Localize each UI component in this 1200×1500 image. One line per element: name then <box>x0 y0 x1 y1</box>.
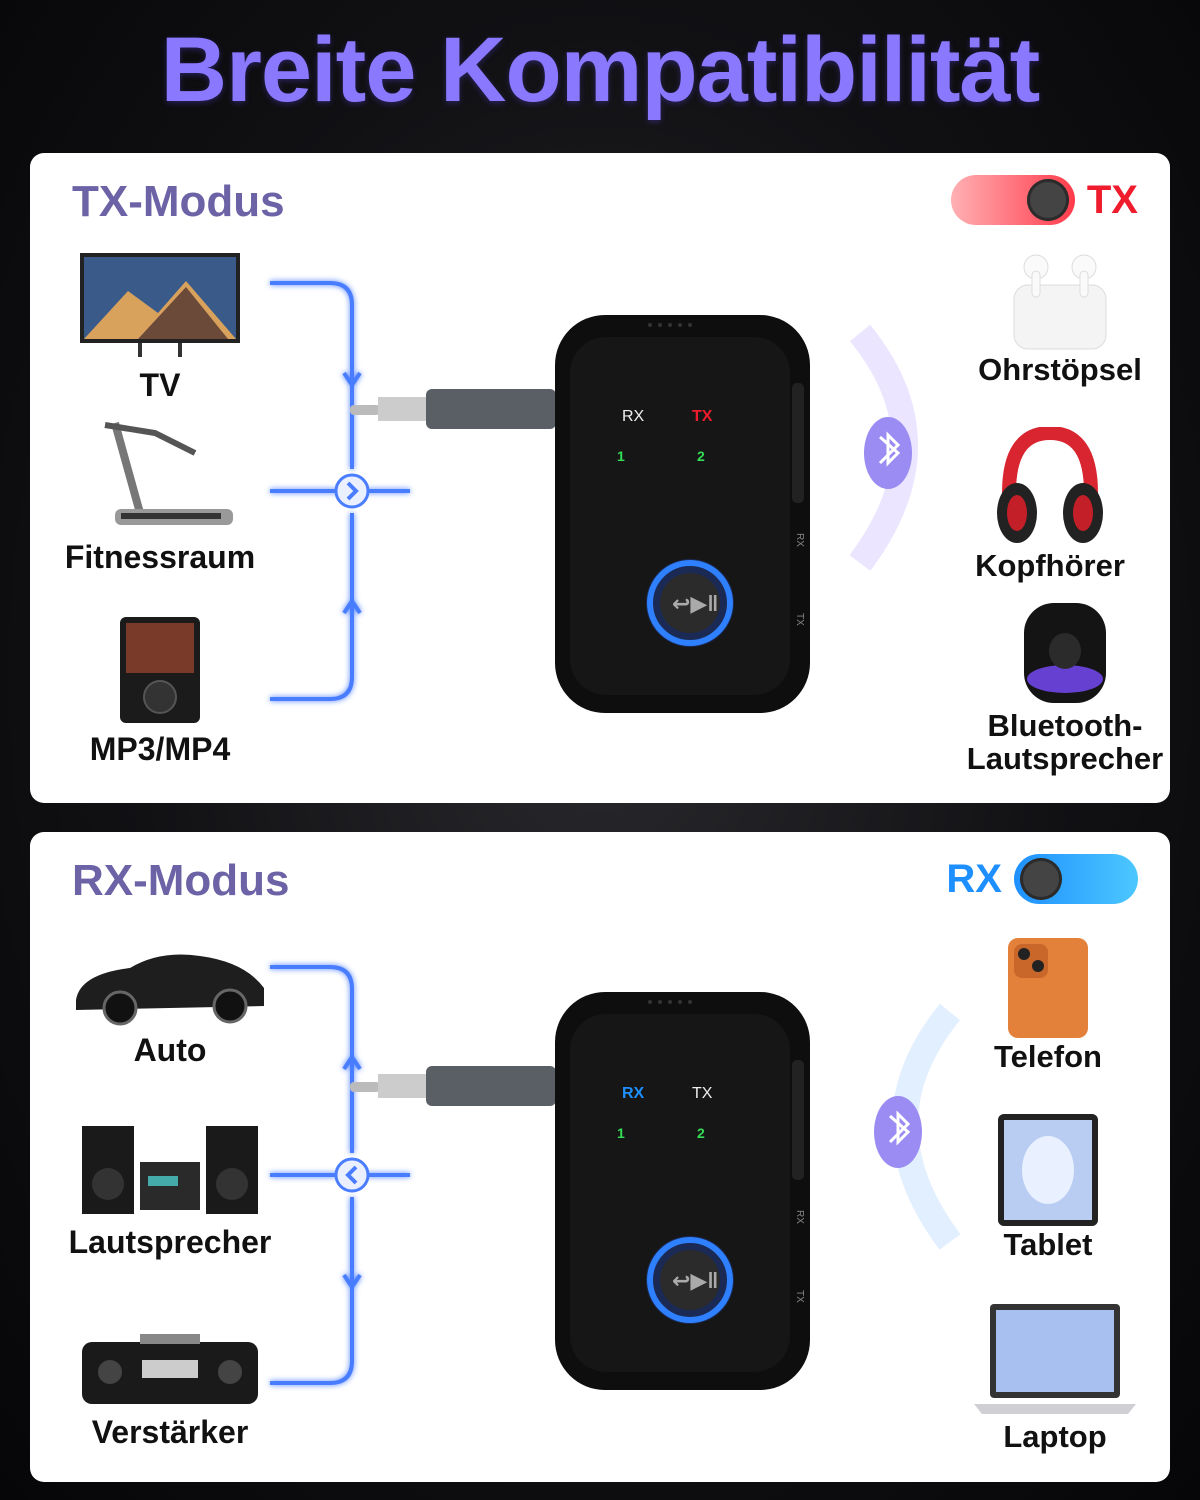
tx-adapter-device: RX TX 1 2 ↩▶‖ RX TX <box>350 313 830 723</box>
slot-1-indicator: 1 <box>617 1125 625 1141</box>
rx-flow-lines <box>270 965 410 1385</box>
car-icon <box>70 944 270 1026</box>
target-label: Telefon <box>994 1039 1102 1074</box>
svg-text:↩▶‖: ↩▶‖ <box>672 1268 718 1293</box>
source-label: MP3/MP4 <box>89 731 231 767</box>
tv-icon <box>78 251 242 361</box>
page-title: Breite Kompatibilität <box>160 19 1041 121</box>
source-label: Auto <box>133 1032 207 1068</box>
source-label: Fitnessraum <box>64 539 256 575</box>
source-amplifier: Verstärker <box>40 1332 300 1451</box>
target-earbuds: Ohrstöpsel <box>950 245 1170 386</box>
target-speaker: Bluetooth- Lautsprecher <box>955 599 1170 776</box>
rx-adapter-device: RX TX 1 2 ↩▶‖ RX TX <box>350 990 830 1400</box>
tx-toggle-label: TX <box>1086 177 1138 222</box>
slot-2-indicator: 2 <box>697 1125 705 1141</box>
tx-mode-panel: TX-Modus TX TV <box>30 153 1170 803</box>
toggle-knob <box>1026 179 1069 221</box>
slot-2-indicator: 2 <box>697 448 705 464</box>
side-rx-label: RX <box>794 1210 805 1224</box>
source-mp3: MP3/MP4 <box>30 615 290 768</box>
device-rx-label: RX <box>622 1085 645 1102</box>
flow-split-node <box>334 1157 370 1193</box>
rx-toggle-label: RX <box>946 856 1002 901</box>
target-headphones: Kopfhörer <box>940 427 1160 582</box>
source-label: Verstärker <box>91 1414 249 1450</box>
target-tablet: Tablet <box>938 1112 1158 1261</box>
tx-toggle-track[interactable] <box>950 175 1075 225</box>
rx-toggle[interactable]: RX <box>946 854 1138 904</box>
mp3-player-icon <box>118 615 202 725</box>
source-tv: TV <box>30 251 290 404</box>
target-label: Kopfhörer <box>975 548 1125 583</box>
source-stereo: Lautsprecher <box>40 1122 300 1261</box>
rx-mode-title: RX-Modus <box>72 856 290 905</box>
tablet-icon <box>996 1112 1100 1228</box>
phone-icon <box>1006 936 1090 1040</box>
target-label: Bluetooth- <box>987 708 1143 743</box>
source-label: TV <box>139 367 181 403</box>
stereo-system-icon <box>80 1122 260 1218</box>
side-rx-label: RX <box>794 533 805 547</box>
target-label: Ohrstöpsel <box>978 352 1142 387</box>
source-gym: Fitnessraum <box>30 413 290 576</box>
side-tx-label: TX <box>794 613 805 626</box>
rx-mode-panel: RX-Modus RX Auto <box>30 832 1170 1482</box>
tx-flow-lines <box>270 281 410 701</box>
flow-merge-node <box>334 473 370 509</box>
target-label: Laptop <box>1003 1419 1107 1454</box>
amplifier-icon <box>80 1332 260 1408</box>
chevron-right-icon <box>346 481 359 501</box>
earbuds-icon <box>1010 245 1110 353</box>
target-phone: Telefon <box>938 936 1158 1073</box>
source-label: Lautsprecher <box>68 1224 272 1260</box>
tx-bluetooth-wave <box>850 324 918 571</box>
target-label-line2: Lautsprecher <box>966 741 1164 777</box>
source-car: Auto <box>40 944 300 1069</box>
speaker-icon <box>1020 599 1110 709</box>
toggle-knob <box>1020 858 1062 900</box>
rx-toggle-track[interactable] <box>1014 854 1138 904</box>
slot-1-indicator: 1 <box>617 448 625 464</box>
tx-toggle[interactable]: TX <box>950 175 1138 225</box>
rx-bluetooth-wave <box>874 1003 960 1250</box>
target-laptop: Laptop <box>945 1300 1165 1453</box>
treadmill-icon <box>85 413 235 533</box>
side-tx-label: TX <box>794 1290 805 1303</box>
laptop-icon <box>970 1300 1140 1420</box>
headphones-icon <box>995 427 1105 549</box>
chevron-left-icon <box>345 1165 358 1185</box>
svg-text:↩▶‖: ↩▶‖ <box>672 591 718 616</box>
tx-mode-title: TX-Modus <box>72 177 285 226</box>
device-tx-label: TX <box>692 1085 713 1102</box>
target-label: Tablet <box>1003 1227 1093 1262</box>
device-rx-label: RX <box>622 408 645 425</box>
device-tx-label: TX <box>692 408 713 425</box>
